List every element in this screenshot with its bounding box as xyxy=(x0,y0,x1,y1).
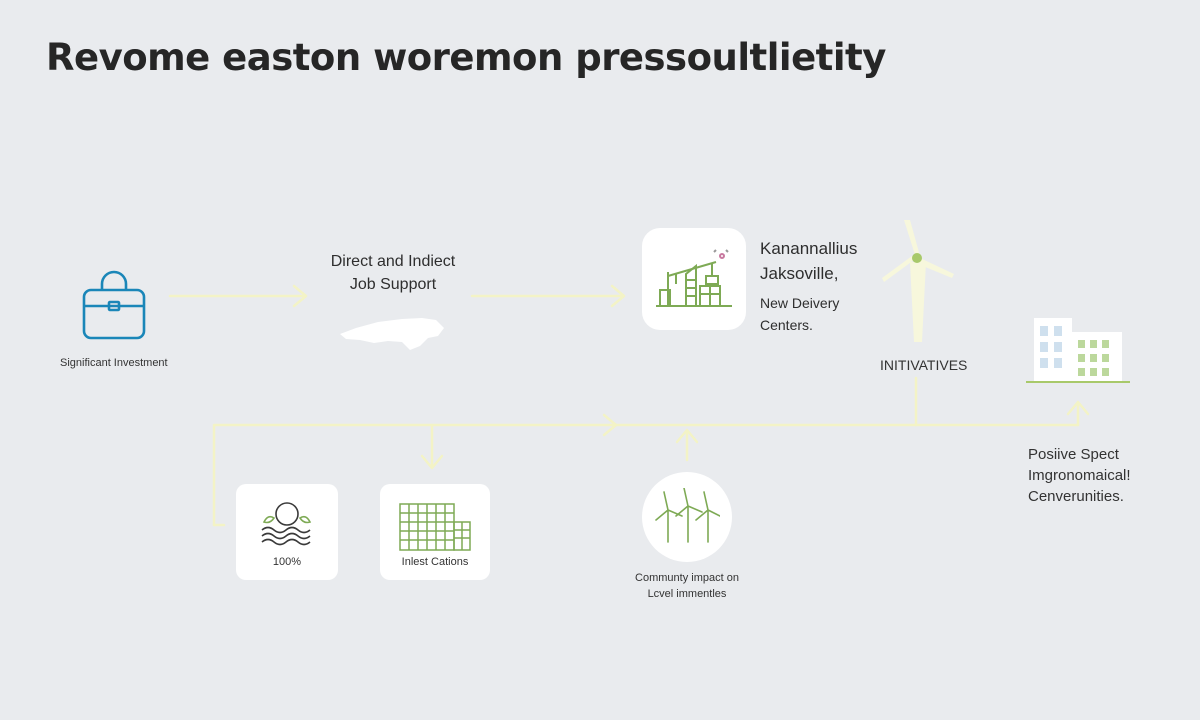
jobs-label-line1: Direct and Indiect xyxy=(330,253,456,270)
positive-label-line3: Cenverunities. xyxy=(1028,488,1124,505)
construction-card xyxy=(642,228,746,330)
arrow-jobs-to-centers xyxy=(470,284,626,308)
arrow-spine-left xyxy=(602,413,618,437)
jobs-label-line2: Job Support xyxy=(349,276,437,293)
buildings-grid-icon xyxy=(398,500,472,552)
positive-label-line1: Posiive Spect xyxy=(1028,446,1119,463)
arrow-investment-to-jobs xyxy=(168,284,308,308)
centers-label: Kanannallius Jaksoville, New Deivery Cen… xyxy=(760,236,857,336)
arrow-up-community xyxy=(675,428,699,462)
arrow-down-cations xyxy=(420,423,444,470)
investment-label: Significant Investment xyxy=(60,357,168,369)
briefcase-icon xyxy=(78,270,150,342)
jobs-label: Direct and Indiect Job Support xyxy=(322,250,464,296)
centers-label-line2: Jaksoville, xyxy=(760,264,839,283)
construction-crane-icon xyxy=(656,246,732,308)
wind-farm-circle xyxy=(642,472,732,562)
positive-label-line2: Imgronomaical! xyxy=(1028,467,1131,484)
community-label: Communty impact on Lcvel immentles xyxy=(620,570,754,602)
cations-card: Inlest Cations xyxy=(380,484,490,580)
wind-turbine-icon xyxy=(880,218,956,342)
community-label-line2: Lcvel immentles xyxy=(647,588,727,600)
percent-card: 100% xyxy=(236,484,338,580)
centers-label-line3: New Deivery xyxy=(760,295,840,311)
environment-waves-icon xyxy=(258,498,316,548)
initiatives-label: INITIVATIVES xyxy=(880,357,968,373)
centers-label-line1: Kanannallius xyxy=(760,239,858,258)
community-label-line1: Communty impact on xyxy=(635,572,739,584)
page-title: Revome easton woremon pressoultlietity xyxy=(46,36,886,79)
wind-farm-icon xyxy=(654,487,721,544)
percent-label: 100% xyxy=(272,556,302,568)
centers-label-line4: Centers. xyxy=(760,317,813,333)
arrow-up-building xyxy=(1066,400,1090,427)
positive-label: Posiive Spect Imgronomaical! Cenveruniti… xyxy=(1028,444,1131,507)
cations-label: Inlest Cations xyxy=(401,556,469,568)
connector-spine xyxy=(212,423,1080,527)
state-map-icon xyxy=(336,310,448,352)
office-building-icon xyxy=(1026,312,1130,386)
